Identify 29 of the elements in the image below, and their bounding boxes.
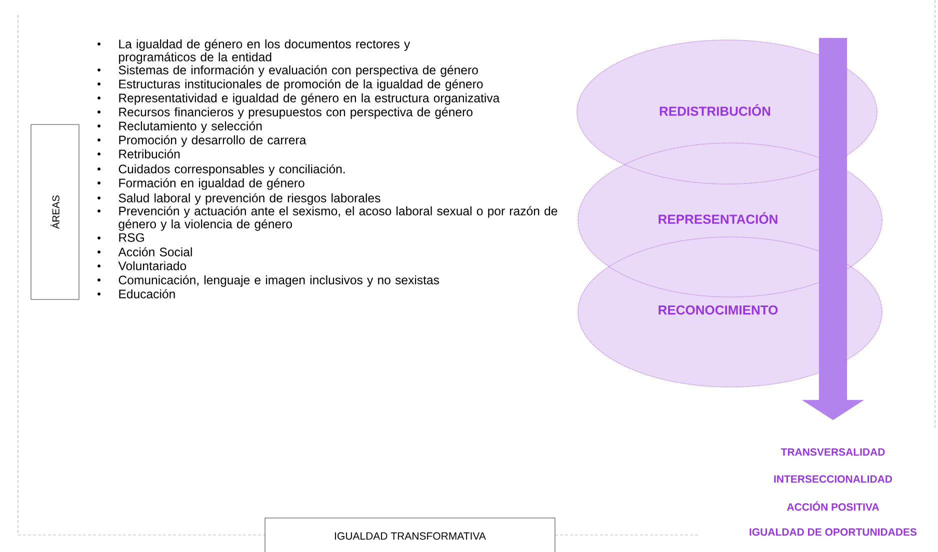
bullet-item: RSG <box>119 233 144 242</box>
bullet-item: Promoción y desarrollo de carrera <box>119 135 306 147</box>
bullet-item: La igualdad de género en los documentos rectores y programáticos de la entidad <box>119 39 410 64</box>
ellipse <box>578 236 882 388</box>
ellipse-label: REPRESENTACIÓN <box>658 212 778 224</box>
bullet-item: Educación <box>119 289 175 298</box>
principle-label: TRANSVERSALIDAD <box>780 448 885 456</box>
title-box: IGUALDAD TRANSFORMATIVA <box>264 518 556 552</box>
bullet-item: Acción Social <box>118 247 192 256</box>
bullet-item: Voluntariado <box>118 261 186 270</box>
bullet-item: Formación en igualdad de género <box>119 178 304 190</box>
ellipse <box>576 40 878 184</box>
principle-label: ACCIÓN POSITIVA <box>786 501 879 511</box>
bullet-item: Cuidados corresponsables y conciliación. <box>118 164 345 176</box>
bullet-item: Retribución <box>119 149 180 158</box>
bullet-item: Prevención y actuación ante el sexismo, el acoso laboral sexual o por razón de género y la violencia de género <box>118 206 558 231</box>
principle-label: IGUALDAD DE OPORTUNIDADES <box>750 528 917 536</box>
ellipse <box>578 142 882 298</box>
bullet-item: Reclutamiento y selección <box>119 121 262 133</box>
ellipse-label: RECONOCIMIENTO <box>658 305 778 315</box>
bullet-item: Representatividad e igualdad de género en la estructura organizativa <box>119 93 500 105</box>
bullet-item: Recursos financieros y presupuestos con perspectiva de género <box>119 107 472 119</box>
ellipse-label: REDISTRIBUCIÓN <box>660 104 770 116</box>
bullet-item: Sistemas de información y evaluación con perspectiva de género <box>118 65 478 77</box>
bullet-item: Comunicación, lenguaje e imagen inclusivos y no sexistas <box>118 275 440 287</box>
bullet-item: Salud laboral y prevención de riesgos laborales <box>118 193 380 205</box>
label-box: ÁREAS <box>30 124 80 300</box>
principle-label: INTERSECCIONALIDAD <box>774 475 892 483</box>
bullet-item: Estructuras institucionales de promoción de la igualdad de género <box>119 79 483 91</box>
